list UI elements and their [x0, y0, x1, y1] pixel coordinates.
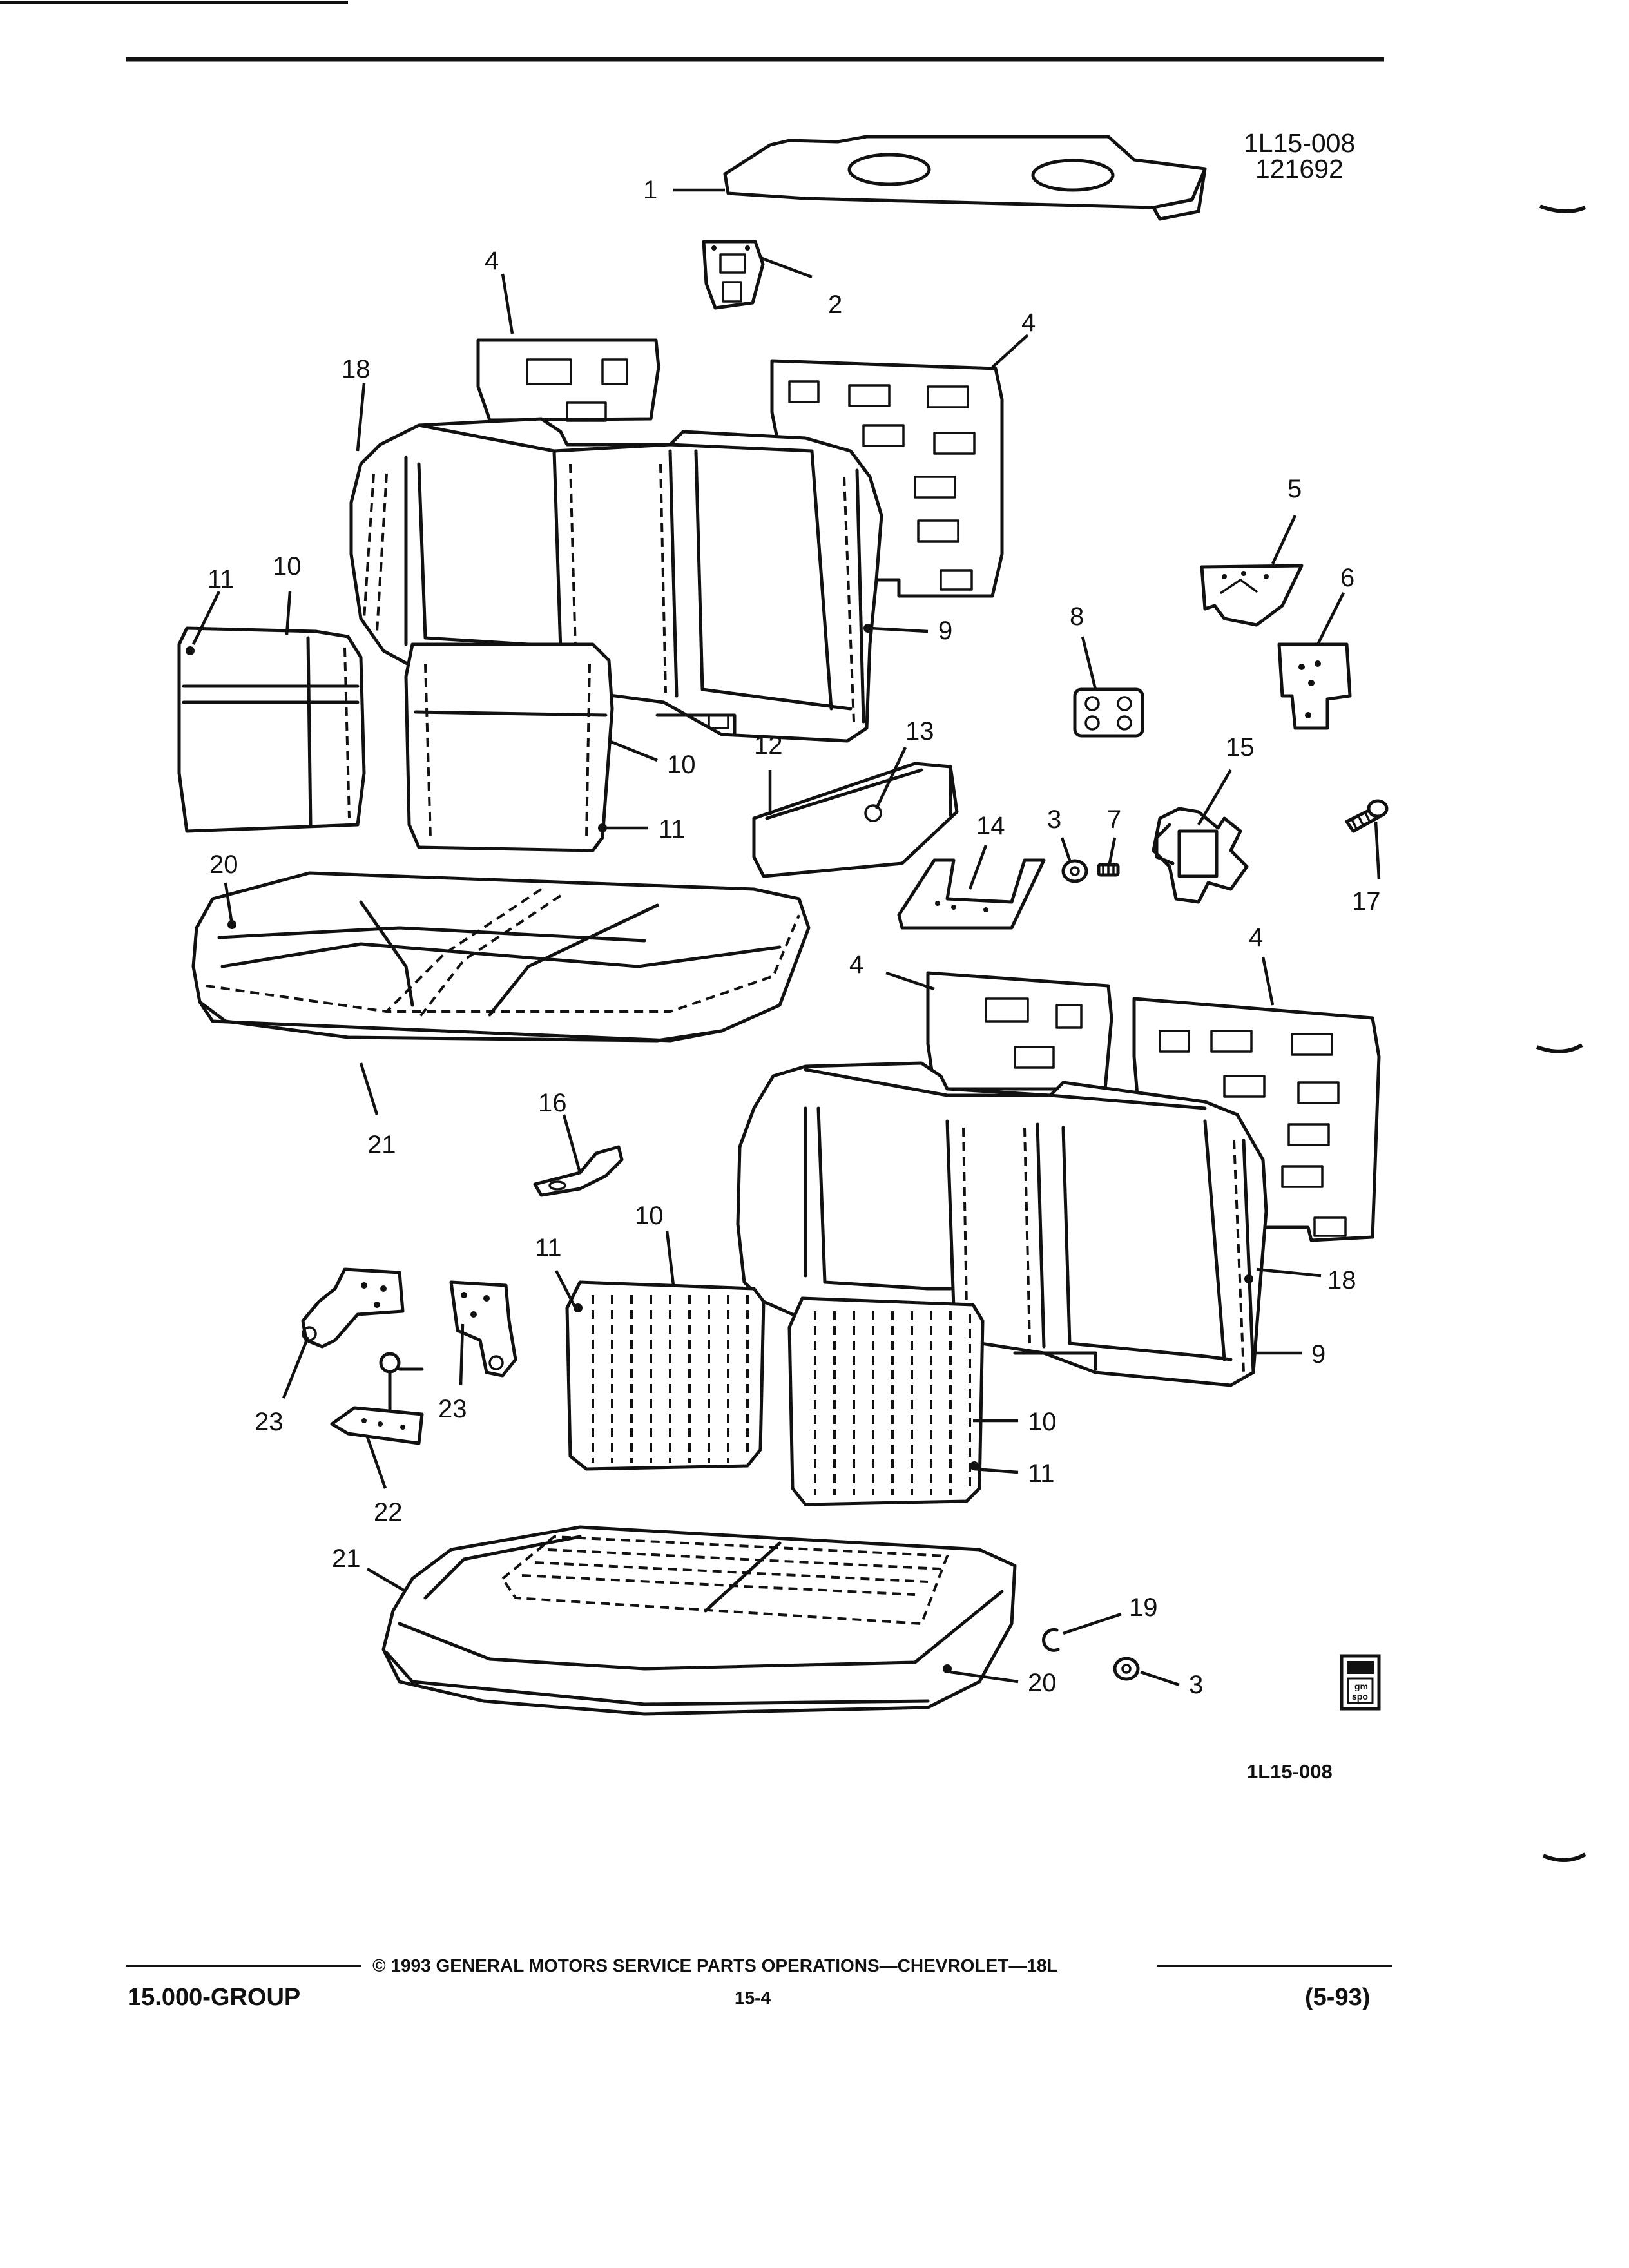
part-seat-cushion-upper: [191, 871, 811, 1043]
callout-15: 15: [1226, 733, 1255, 762]
part-backrest-cushion-left-inner: [404, 642, 614, 852]
callout-4a: 4: [485, 247, 499, 275]
callout-20a: 20: [209, 850, 238, 879]
part-clip-19: [1042, 1628, 1060, 1652]
callout-13: 13: [905, 717, 934, 745]
part-backrest-cushion-lower-right: [787, 1296, 985, 1506]
part-screw-7: [1097, 863, 1120, 877]
logo-text-spo: spo: [1352, 1691, 1368, 1702]
callout-9a: 9: [938, 617, 952, 645]
footer-page-number: 15-4: [735, 1988, 771, 2008]
footer: © 1993 GENERAL MOTORS SERVICE PARTS OPER…: [126, 1956, 1392, 2011]
part-strap-16: [533, 1145, 624, 1197]
gm-spo-logo: gm spo: [1340, 1654, 1381, 1711]
scan-mark-right-2: [1536, 1043, 1583, 1053]
part-bracket-5: [1200, 564, 1304, 627]
callout-2: 2: [828, 291, 842, 319]
callout-4c: 4: [849, 950, 863, 979]
callout-21b: 21: [332, 1544, 361, 1573]
callout-11d: 11: [1028, 1459, 1055, 1488]
header-ref-code: 1L15-008: [1244, 128, 1355, 158]
footer-group: 15.000-GROUP: [128, 1984, 300, 2011]
part-hinge-23-left: [301, 1267, 405, 1349]
callout-4d: 4: [1249, 923, 1263, 952]
callout-12: 12: [754, 731, 783, 760]
callout-9b: 9: [1311, 1340, 1325, 1369]
callout-17: 17: [1352, 887, 1381, 916]
part-seatback-panel-upper-left: [476, 338, 660, 422]
callout-6: 6: [1340, 564, 1354, 592]
part-rear-shelf: [723, 135, 1207, 221]
callout-23b: 23: [438, 1395, 467, 1423]
callout-20b: 20: [1028, 1669, 1057, 1697]
scan-mark-right-1: [1539, 204, 1586, 214]
callout-11c: 11: [535, 1234, 562, 1262]
part-bracket-14: [897, 858, 1046, 930]
callout-10b: 10: [667, 751, 696, 779]
logo-text-gm: gm: [1354, 1681, 1368, 1691]
footer-copyright: © 1993 GENERAL MOTORS SERVICE PARTS OPER…: [372, 1956, 1058, 1975]
footer-revision: (5-93): [1305, 1984, 1370, 2011]
part-bolt-17: [1345, 799, 1389, 833]
leader-lines: [191, 188, 1381, 1687]
part-clip: [702, 240, 765, 310]
part-seatback-panel-lower-left: [926, 971, 1113, 1091]
part-bracket-6: [1277, 642, 1352, 730]
part-backrest-cushion-lower-left: [565, 1280, 766, 1471]
part-seat-cushion-lower: [381, 1525, 1017, 1716]
scan-mark-right-3: [1542, 1852, 1586, 1863]
callout-11b: 11: [659, 815, 686, 843]
part-grommet-3-lower: [1113, 1657, 1140, 1681]
part-latch-15: [1152, 807, 1249, 904]
part-grommet-3-upper: [1061, 859, 1088, 883]
callout-10d: 10: [1028, 1408, 1057, 1436]
callout-22: 22: [374, 1498, 403, 1526]
callout-8: 8: [1070, 602, 1084, 631]
part-plate-8: [1073, 687, 1144, 738]
callout-23a: 23: [255, 1408, 284, 1436]
callout-numbers: 1 2 4 4 18 5 6 11 10 9 8 10 12 13 15 11 …: [207, 176, 1381, 1699]
callout-5: 5: [1287, 475, 1302, 503]
callout-18b: 18: [1327, 1266, 1356, 1294]
callout-4b: 4: [1021, 309, 1036, 337]
part-backrest-cushion-left-outer: [177, 626, 366, 833]
callout-10c: 10: [635, 1202, 664, 1230]
part-armrest: [752, 762, 959, 878]
figure-label: 1L15-008: [1247, 1760, 1333, 1783]
callout-14: 14: [976, 812, 1005, 840]
callout-21a: 21: [367, 1131, 396, 1159]
callout-18a: 18: [342, 355, 371, 383]
part-bracket-22: [330, 1352, 424, 1445]
callout-1: 1: [643, 176, 657, 204]
callout-7: 7: [1107, 805, 1121, 834]
callout-10a: 10: [273, 552, 302, 581]
header-ref-date: 121692: [1255, 154, 1344, 184]
callout-11a: 11: [207, 565, 235, 593]
part-hinge-23-right: [449, 1280, 517, 1378]
callout-16: 16: [538, 1089, 567, 1117]
callout-19: 19: [1129, 1593, 1158, 1622]
callout-3a: 3: [1047, 805, 1061, 834]
callout-3b: 3: [1189, 1671, 1203, 1699]
